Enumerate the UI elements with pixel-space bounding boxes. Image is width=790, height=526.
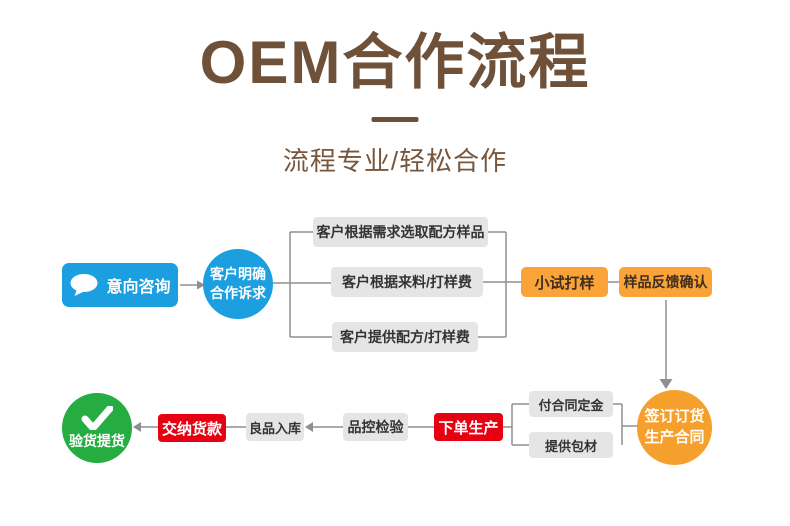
- page-subtitle: 流程专业/轻松合作: [282, 146, 508, 176]
- option-formula-sample-node: 客户根据需求选取配方样品: [313, 217, 488, 247]
- demand-circle-node: 客户明确 合作诉求: [203, 249, 273, 319]
- payment-node: 交纳货款: [158, 414, 226, 442]
- delivery-label: 验货提货: [69, 432, 125, 449]
- demand-line2: 合作诉求: [210, 285, 266, 301]
- delivery-circle-node: 验货提货: [62, 393, 132, 463]
- deposit-node: 付合同定金: [529, 391, 613, 417]
- bracket-demand-to-options: [273, 231, 332, 338]
- bracket-terms-to-contract: [613, 403, 639, 445]
- trial-sampling-node: 小试打样: [521, 267, 608, 297]
- page-title: OEM合作流程: [199, 29, 591, 96]
- title-divider: [371, 117, 419, 122]
- bracket-production-to-terms: [503, 403, 529, 446]
- arrow-feedback-to-contract: [659, 300, 673, 389]
- bracket-options-to-trial: [478, 231, 521, 338]
- option-incoming-material-node: 客户根据来料/打样费: [331, 267, 483, 297]
- demand-line1: 客户明确: [210, 266, 266, 283]
- inquiry-label: 意向咨询: [106, 279, 171, 296]
- chat-bubble-icon: [70, 274, 98, 296]
- sample-feedback-node: 样品反馈确认: [619, 267, 712, 297]
- arrow-qc-to-warehouse: [305, 422, 343, 432]
- inquiry-node: 意向咨询: [62, 263, 178, 307]
- contract-circle-node: 签订订货 生产合同: [637, 390, 712, 465]
- arrow-inquiry-to-demand: [180, 280, 205, 290]
- production-order-node: 下单生产: [434, 413, 503, 441]
- packaging-node: 提供包材: [529, 432, 613, 458]
- contract-line2: 生产合同: [644, 428, 705, 446]
- option-provide-formula-node: 客户提供配方/打样费: [332, 322, 478, 352]
- qc-inspection-node: 品控检验: [343, 413, 408, 441]
- checkmark-icon: [81, 405, 113, 430]
- contract-line1: 签订订货: [644, 408, 705, 426]
- warehouse-node: 良品入库: [246, 413, 304, 441]
- arrow-payment-to-delivery: [133, 422, 158, 432]
